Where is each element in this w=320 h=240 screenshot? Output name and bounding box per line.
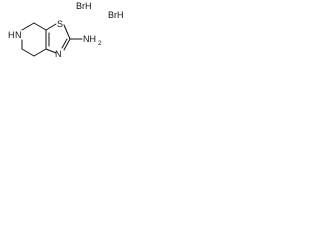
molecule-drawing: H N S N NH 2 BrH BrH	[8, 1, 124, 59]
ring-nh-nitrogen: N	[15, 30, 22, 40]
thiazole-nitrogen-label: N	[55, 49, 62, 59]
ring-nh-hydrogen: H	[8, 30, 15, 40]
bond	[21, 48, 35, 57]
bond	[61, 38, 68, 49]
sulfur-label: S	[57, 19, 63, 29]
piperidine-ring-bonds	[21, 22, 47, 57]
ring-nitrogen-label: H N	[8, 30, 22, 40]
bond	[63, 38, 71, 51]
bond	[45, 23, 57, 31]
chemical-structure-canvas: H N S N NH 2 BrH BrH	[0, 0, 130, 73]
thiazole-ring-bonds	[45, 23, 71, 54]
hydrobromide-label-1: BrH	[76, 1, 92, 11]
bond	[45, 48, 57, 54]
bond	[33, 22, 47, 31]
hydrobromide-label-2: BrH	[108, 10, 124, 20]
amine-label: NH 2	[83, 34, 102, 47]
amine-nh: NH	[83, 34, 96, 44]
bond	[63, 24, 71, 40]
amine-subscript: 2	[98, 40, 102, 47]
bond	[33, 48, 47, 57]
bond	[21, 22, 35, 31]
